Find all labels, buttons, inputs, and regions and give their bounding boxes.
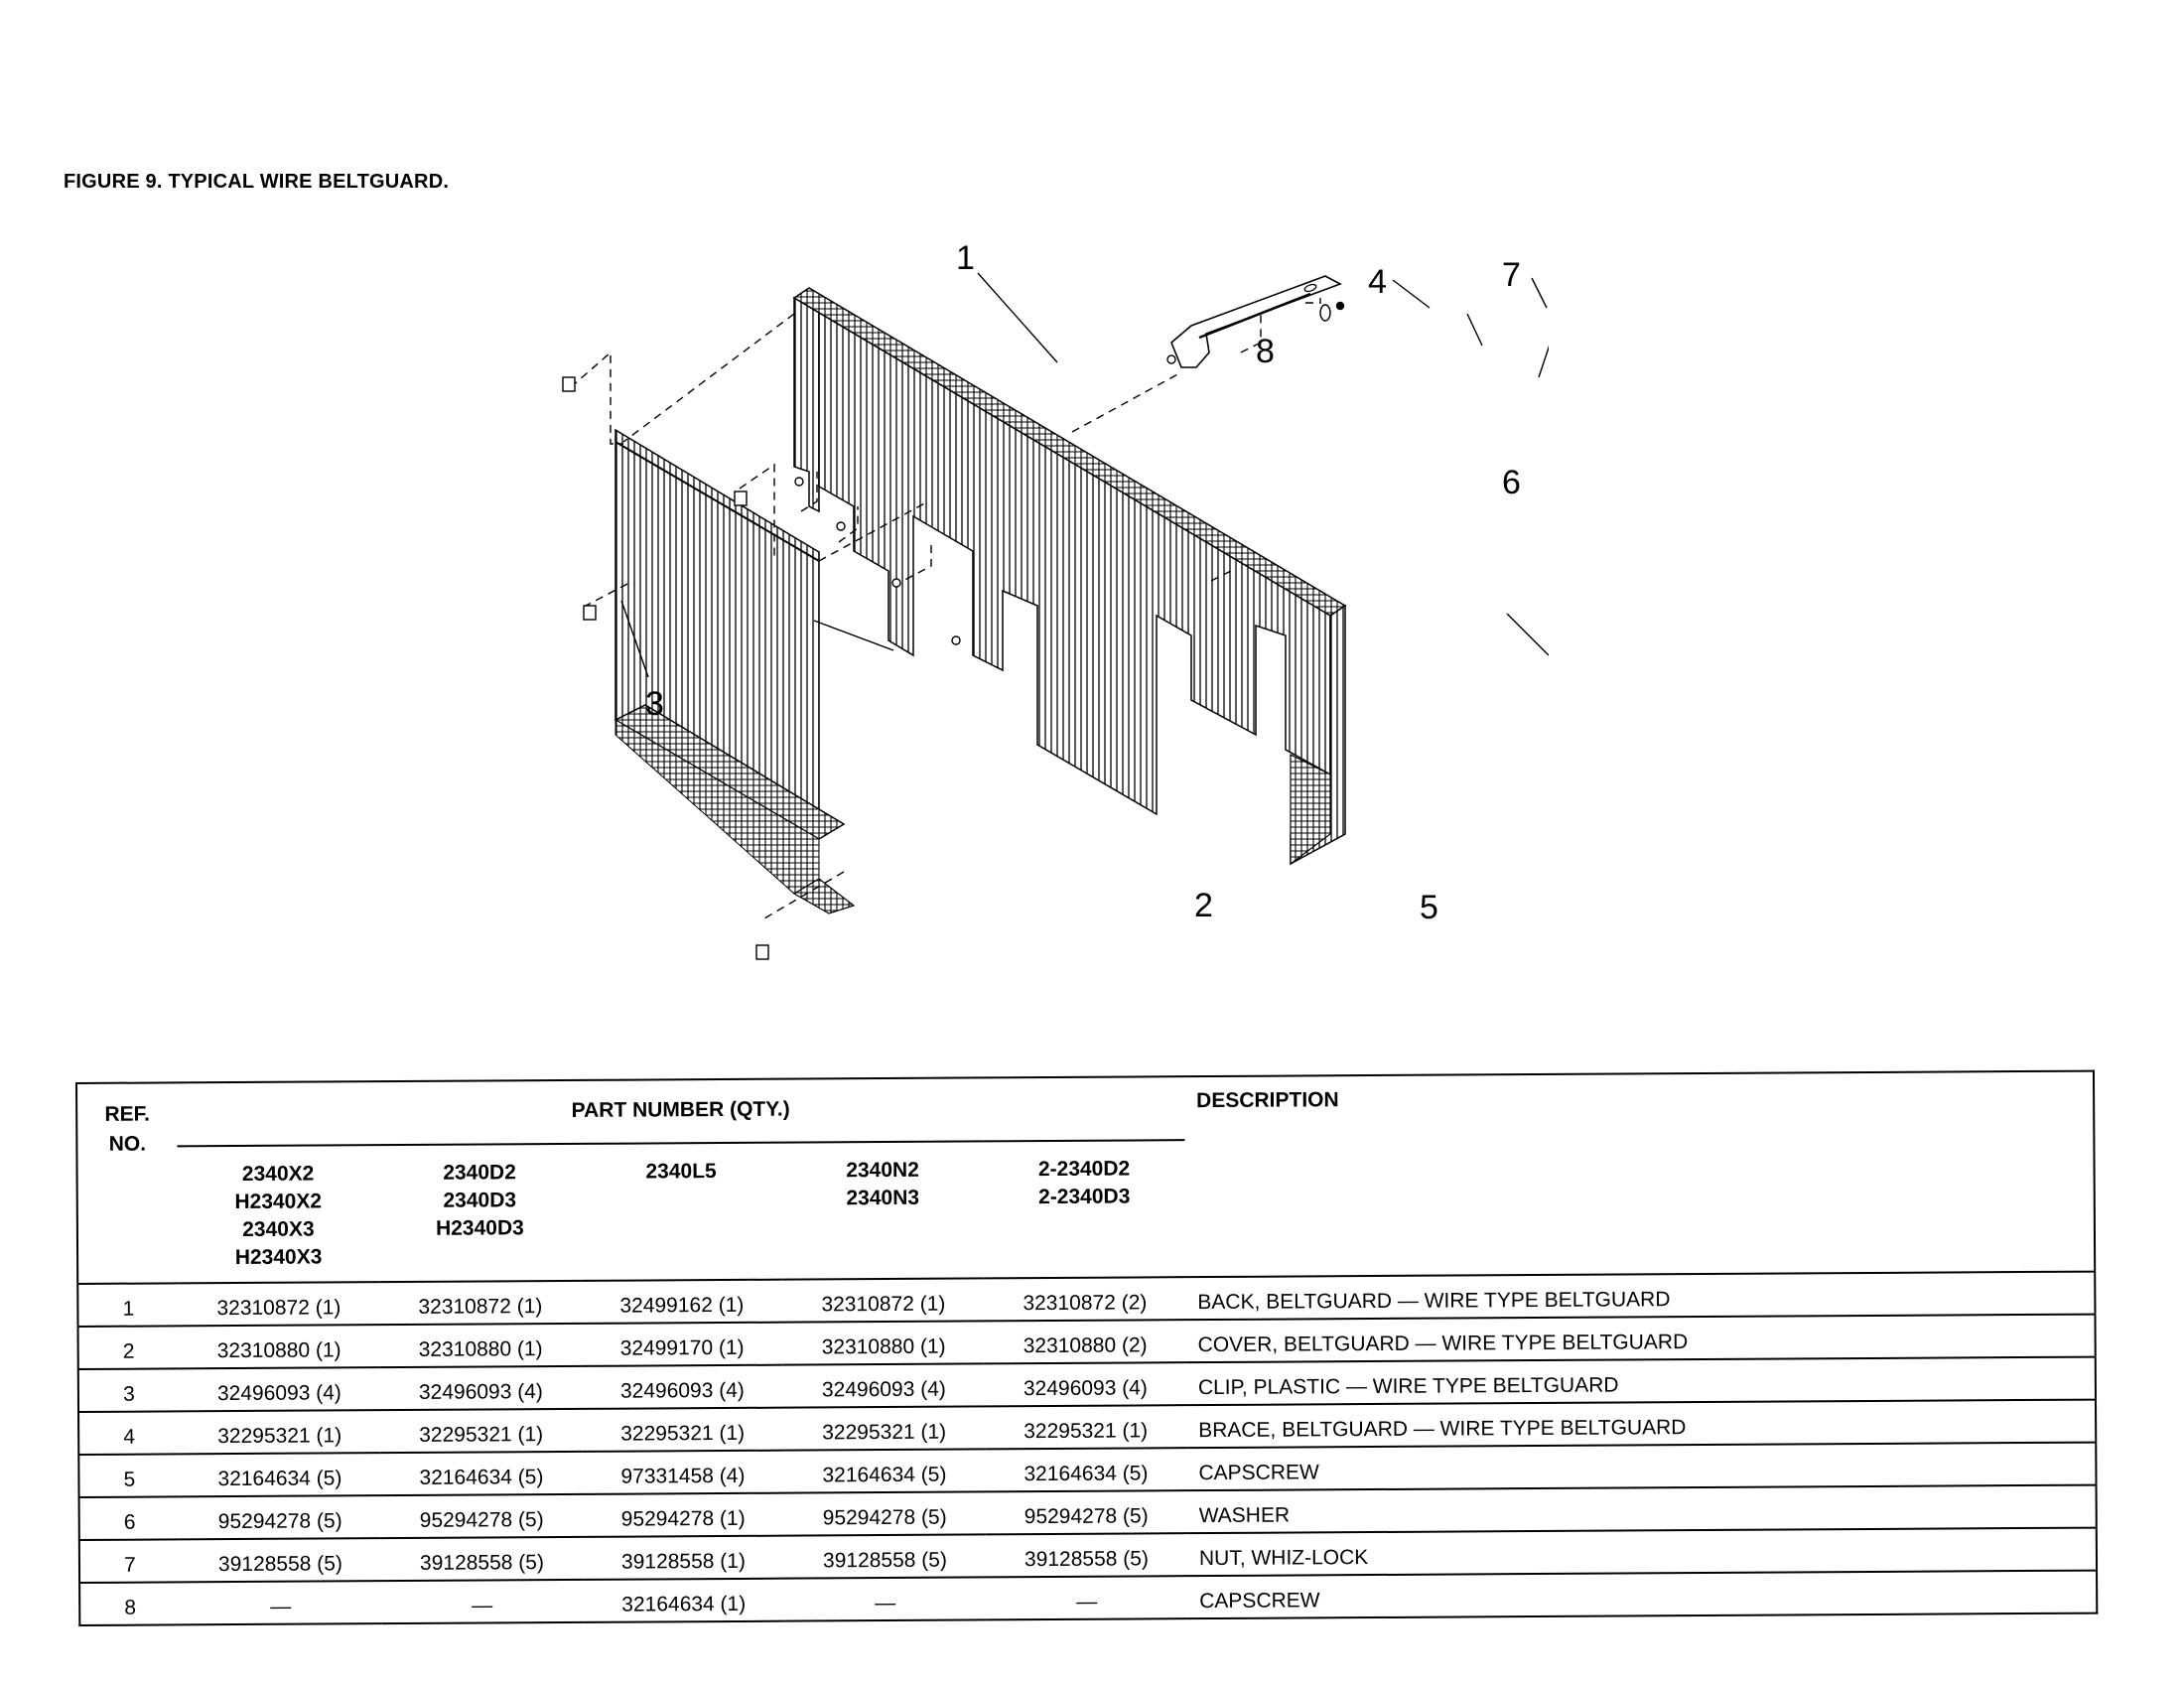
table-header-row-1: REF. NO. PART NUMBER (QTY.) DESCRIPTION bbox=[76, 1071, 2094, 1156]
leader-lines bbox=[620, 272, 1549, 678]
capscrew-icon bbox=[951, 635, 961, 645]
callout-2: 2 bbox=[1194, 887, 1213, 924]
nut-icon bbox=[1335, 301, 1345, 311]
clip-icon bbox=[755, 944, 769, 960]
assembly-lines bbox=[570, 298, 1321, 919]
washer-icon bbox=[1319, 304, 1331, 322]
part-number-header: PART NUMBER (QTY.) bbox=[177, 1076, 1185, 1147]
cover-beltguard-part bbox=[614, 428, 856, 914]
callout-3: 3 bbox=[645, 685, 664, 723]
parts-table: REF. NO. PART NUMBER (QTY.) DESCRIPTION … bbox=[75, 1069, 2099, 1626]
back-beltguard-part bbox=[792, 287, 1347, 866]
capscrew-icon bbox=[836, 521, 846, 531]
exploded-view-drawing: 1 2 3 4 5 6 7 8 bbox=[562, 239, 1549, 960]
ref-no-header: REF. NO. bbox=[104, 1102, 151, 1156]
callout-6: 6 bbox=[1502, 464, 1521, 501]
brace-part bbox=[1170, 275, 1342, 368]
clip-icon bbox=[583, 605, 597, 621]
callout-8: 8 bbox=[1256, 333, 1275, 370]
callout-7: 7 bbox=[1502, 256, 1521, 294]
callout-5: 5 bbox=[1420, 889, 1438, 926]
capscrew-icon bbox=[1166, 354, 1176, 364]
clip-icon bbox=[562, 376, 576, 392]
hardware-parts bbox=[562, 301, 1345, 960]
clip-icon bbox=[734, 491, 748, 506]
figure-title: FIGURE 9. TYPICAL WIRE BELTGUARD. bbox=[64, 171, 450, 193]
callout-1: 1 bbox=[956, 239, 975, 277]
callout-numbers: 1 2 3 4 5 6 7 8 bbox=[645, 239, 1521, 926]
callout-4: 4 bbox=[1368, 263, 1387, 301]
capscrew-icon bbox=[794, 477, 804, 487]
description-header: DESCRIPTION bbox=[1196, 1088, 1339, 1113]
capscrew-icon bbox=[891, 578, 901, 588]
model-column-3: 2340L5 bbox=[645, 1160, 717, 1184]
